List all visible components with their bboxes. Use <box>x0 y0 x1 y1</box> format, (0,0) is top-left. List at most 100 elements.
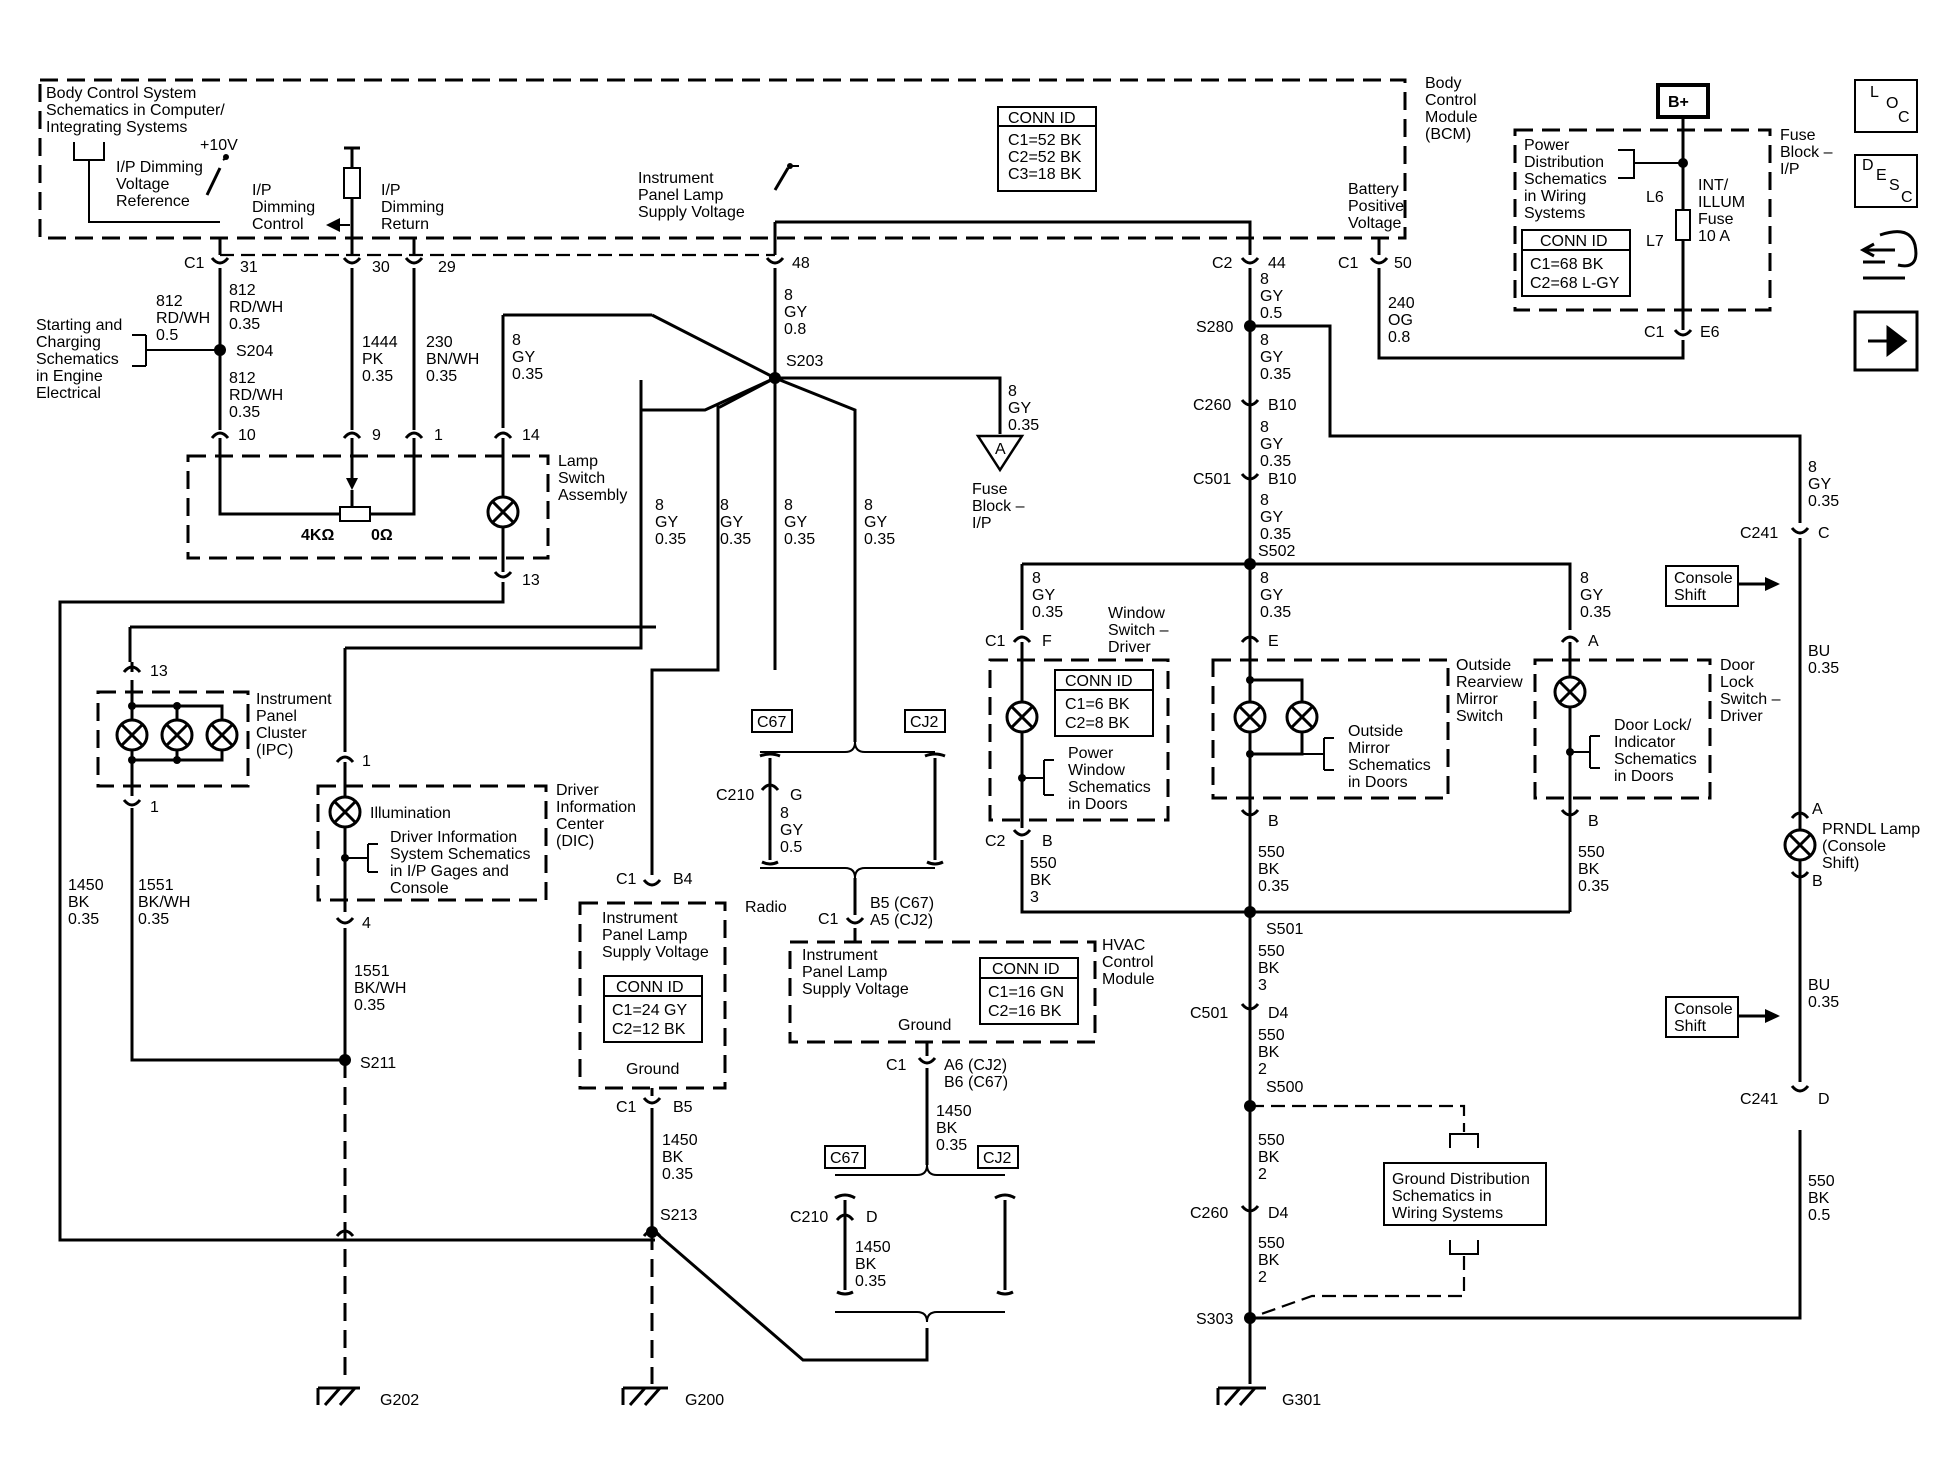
c241b-pin: D <box>1818 1091 1830 1108</box>
radio-conn-id: CONN ID <box>616 979 684 996</box>
dim-ref-3: Reference <box>116 193 190 210</box>
w1450d-1: 1450 <box>855 1239 891 1256</box>
gd-2: Schematics in <box>1392 1188 1492 1205</box>
hvac-c1b: C1 <box>886 1057 907 1074</box>
window-switch-driver: C1 F Window Switch – Driver CONN ID C1=6… <box>985 605 1170 850</box>
w240-2: OG <box>1388 312 1413 329</box>
bcm-c2-label: C2 <box>1212 255 1233 272</box>
w8c260-1: 8 <box>1260 419 1269 436</box>
s204-label: S204 <box>236 343 273 360</box>
connector-view-icon[interactable] <box>1859 230 1918 280</box>
hvac-supply-3: Supply Voltage <box>802 981 909 998</box>
w550a-2: BK <box>1030 872 1052 889</box>
hvac-name-2: Control <box>1102 954 1154 971</box>
win-conn-1: C1=6 BK <box>1065 696 1130 713</box>
w8right-3: 0.35 <box>1808 493 1839 510</box>
s280-label: S280 <box>1196 319 1233 336</box>
w8door-2: GY <box>1580 587 1603 604</box>
w550f-2: BK <box>1258 1149 1280 1166</box>
w1450b-2: BK <box>662 1149 684 1166</box>
loc-c: C <box>1898 109 1910 126</box>
starting-4: in Engine <box>36 368 103 385</box>
win-c1: C1 <box>985 633 1006 650</box>
fuse-conn-id-title: CONN ID <box>1540 233 1608 250</box>
w550a-1: 550 <box>1030 855 1057 872</box>
c241a-label: C241 <box>1740 525 1778 542</box>
console1-2: Shift <box>1674 587 1707 604</box>
w812a-1: 812 <box>229 282 256 299</box>
w550a-3: 3 <box>1030 889 1039 906</box>
w8c3-3: 0.35 <box>784 531 815 548</box>
bcm-schem-ref-1: Body Control System <box>46 85 196 102</box>
outside-rearview-mirror-switch: E Outside Mirror Schematics in Doors B O… <box>1211 633 1523 830</box>
console-shift-ref-1: Console Shift <box>1665 565 1780 607</box>
w812b-2: RD/WH <box>156 310 210 327</box>
d4a-label: D4 <box>1268 1005 1289 1022</box>
w230-1: 230 <box>426 334 453 351</box>
w812b-3: 0.5 <box>156 327 178 344</box>
ls-name-1: Lamp <box>558 453 598 470</box>
description-nav-button[interactable]: D E S C <box>1854 154 1918 208</box>
bcm-pin-31: 31 <box>240 259 258 276</box>
bcm-connector-pins <box>210 212 1389 265</box>
fuse-int-1: INT/ <box>1698 177 1729 194</box>
bcm-schem-ref-2: Schematics in Computer/ <box>46 102 225 119</box>
w230-3: 0.35 <box>426 368 457 385</box>
bcm-pin-48: 48 <box>792 255 810 272</box>
g200-label: G200 <box>685 1392 724 1409</box>
fuse-l6: L6 <box>1646 189 1664 206</box>
radio-module: C1 B4 Radio Instrument Panel Lamp Supply… <box>578 871 787 1116</box>
bcm-ip-lamp-2: Panel Lamp <box>638 187 723 204</box>
console2-2: Shift <box>1674 1018 1707 1035</box>
bcm-ip-lamp-3: Supply Voltage <box>638 204 745 221</box>
bcm-name-4: (BCM) <box>1425 126 1471 143</box>
w8main-3: 0.8 <box>784 321 806 338</box>
dic-pin-4: 4 <box>362 915 371 932</box>
w1551a-1: 1551 <box>138 877 174 894</box>
bcm-name-2: Control <box>1425 92 1477 109</box>
ground-g301: G301 <box>1216 1386 1321 1409</box>
radio-name: Radio <box>745 899 787 916</box>
fuse-block-name-3: I/P <box>1780 161 1800 178</box>
w1444-1: 1444 <box>362 334 398 351</box>
w550h-3: 0.5 <box>1808 1207 1830 1224</box>
radio-b5: B5 <box>673 1099 693 1116</box>
w8c1-2: GY <box>655 514 678 531</box>
win-f: F <box>1042 633 1052 650</box>
bcm-name-3: Module <box>1425 109 1478 126</box>
d4b-label: D4 <box>1268 1205 1289 1222</box>
prndl-b: B <box>1812 873 1823 890</box>
w8door-1: 8 <box>1580 570 1589 587</box>
fuse-e6: E6 <box>1700 324 1720 341</box>
mir-ref-3: Schematics <box>1348 757 1431 774</box>
dic-name-1: Driver <box>556 782 599 799</box>
bcm-pin-50: 50 <box>1394 255 1412 272</box>
starting-3: Schematics <box>36 351 119 368</box>
w1551a-2: BK/WH <box>138 894 190 911</box>
ls-4k: 4KΩ <box>301 527 334 544</box>
mir-e: E <box>1268 633 1279 650</box>
ls-name-3: Assembly <box>558 487 627 504</box>
next-page-arrow-button[interactable] <box>1853 310 1919 372</box>
w8c2-3: 0.35 <box>720 531 751 548</box>
bcm-pin-30: 30 <box>372 259 390 276</box>
w550g-2: BK <box>1258 1252 1280 1269</box>
dim-return-3: Return <box>381 216 429 233</box>
w812c-1: 812 <box>229 370 256 387</box>
w8c4-2: GY <box>864 514 887 531</box>
w550b-3: 0.35 <box>1258 878 1289 895</box>
hvac-b6c67: B6 (C67) <box>944 1074 1008 1091</box>
radio-c1a: C1 <box>616 871 637 888</box>
dic-ref-4: Console <box>390 880 449 897</box>
b10b-label: B10 <box>1268 471 1297 488</box>
location-nav-button[interactable]: L O C <box>1854 79 1918 133</box>
hvac-conn-1: C1=16 GN <box>988 984 1064 1001</box>
ipc-pin-1: 1 <box>150 799 159 816</box>
bcm-schem-ref-3: Integrating Systems <box>46 119 187 136</box>
radio-c1b: C1 <box>616 1099 637 1116</box>
w550f-3: 2 <box>1258 1166 1267 1183</box>
bcm-conn-row-1: C1=52 BK <box>1008 132 1082 149</box>
w550c-2: BK <box>1578 861 1600 878</box>
c210b-pin-d: D <box>866 1209 878 1226</box>
ipc-name-4: (IPC) <box>256 742 293 759</box>
